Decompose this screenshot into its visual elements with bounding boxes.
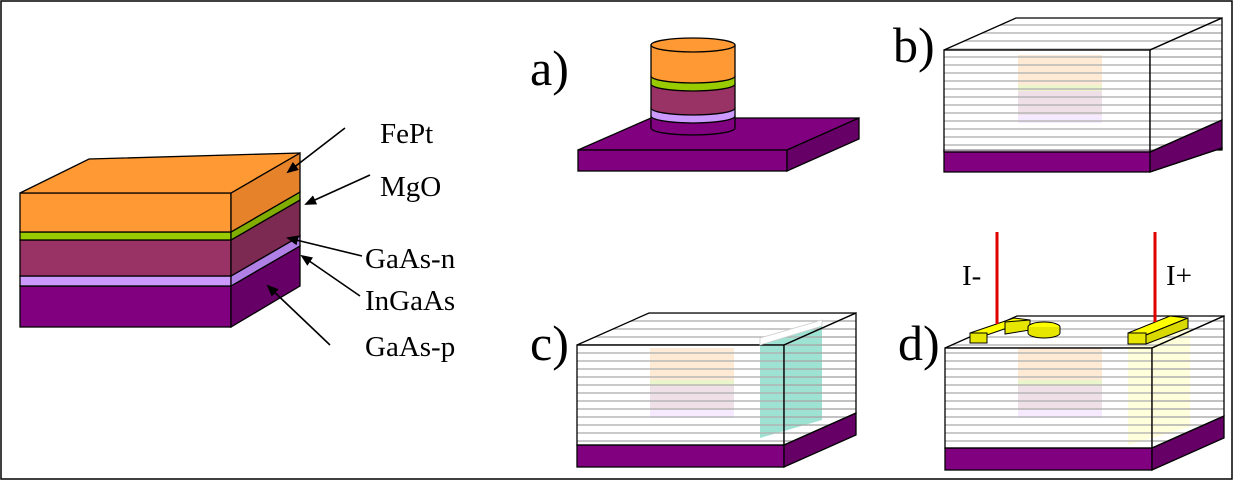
substrate-front [944,447,1153,471]
insulator-side [1151,314,1225,450]
label-gaas-p: GaAs-p [365,331,455,363]
label-arrows [266,127,371,346]
panel-label-b: b) [893,17,935,73]
insulator-front [943,49,1151,153]
substrate-front [576,444,785,468]
pillar-gaas-n [650,83,736,116]
fept-layer-front [19,192,232,233]
arrow-mgo [304,174,371,205]
mgo-layer-front [19,231,232,241]
arrow-ingaas [300,254,361,297]
trench-lip [759,319,823,346]
label-fept: FePt [380,118,433,150]
panel-label-d: d) [898,315,940,371]
substrate-side [786,116,860,173]
arrow-fept [286,127,346,174]
insulator-front [944,347,1153,449]
gaas-n-layer-front [19,239,232,277]
panel-label-a: a) [530,40,569,96]
layer-stack [19,151,301,329]
insulator-side [1149,16,1223,154]
label-gaas-n: GaAs-n [365,243,456,275]
panel-label-c: c) [530,315,569,371]
pillar-fept [650,44,736,84]
label-ingaas: InGaAs [365,285,455,317]
insulator-side [783,311,857,447]
arrow-gaas-p [266,284,331,346]
gaas-p-layer-front [19,285,232,328]
panel-a-pillar-on-substrate [577,37,860,173]
insulator-front [576,344,785,446]
gold-contacts [969,315,1189,345]
fept-layer-top [19,152,301,194]
pillar-top [650,37,736,53]
label-mgo: MgO [380,171,441,203]
substrate-front [577,149,788,172]
panel-c-etched-box [576,311,857,469]
contact-label-minus: I- [962,260,981,292]
ingaas-layer-front [19,275,232,287]
panel-d-contacted-device [944,232,1225,472]
contact-label-plus: I+ [1166,260,1192,292]
panel-b-insulated-box [943,16,1223,173]
arrow-gaas-n [286,235,363,257]
